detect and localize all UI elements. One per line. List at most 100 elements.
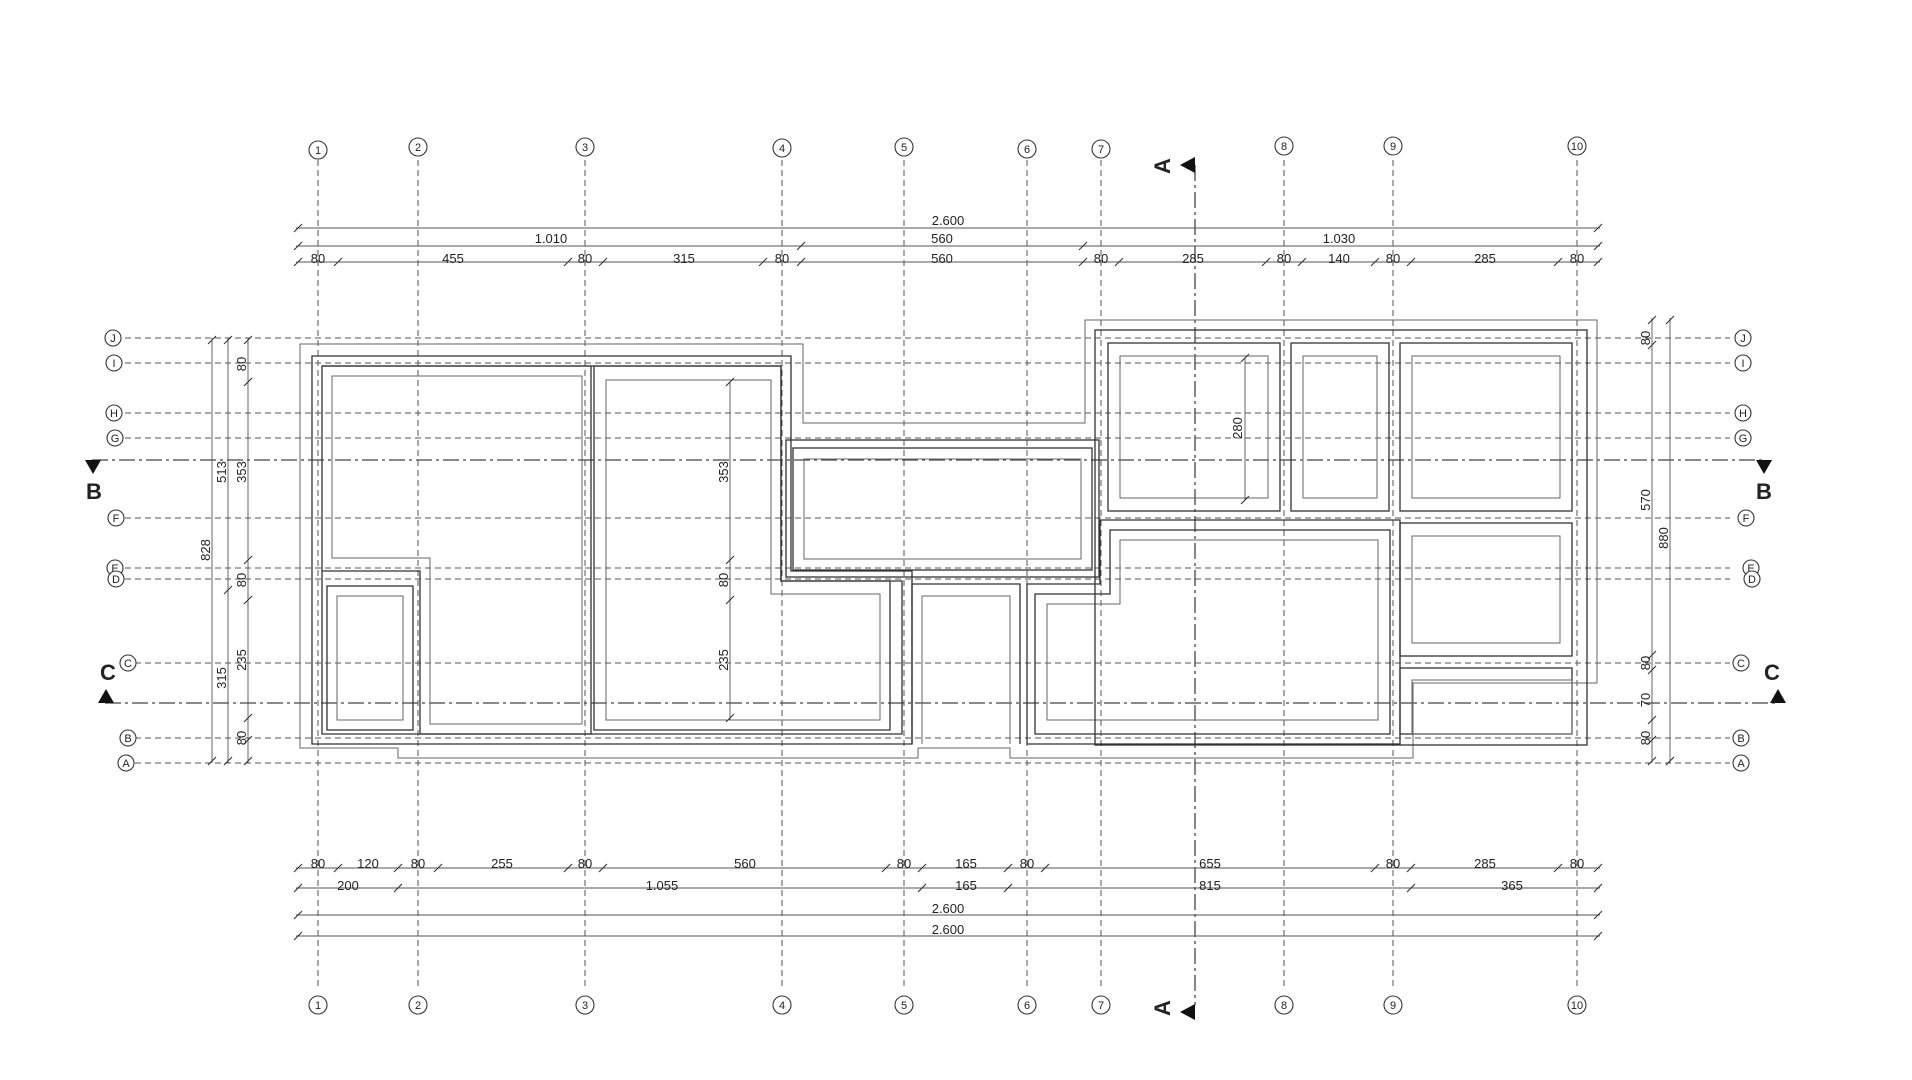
grid-label-row-B: B [1737, 733, 1744, 745]
grid-label-row-B: B [124, 733, 131, 745]
grid-bubble-col-6: 6 [1017, 139, 1037, 159]
grid-label-col-6: 6 [1024, 1000, 1030, 1012]
dim-tick [1370, 863, 1380, 873]
grid-bubble-col-3: 3 [575, 995, 595, 1015]
dim-interior-235: 235 [716, 649, 731, 671]
dim-tick [243, 335, 253, 345]
grid-label-row-J: J [110, 333, 116, 345]
dim-left-detail-1: 80 [234, 357, 249, 371]
grid-bubble-col-2: 2 [408, 995, 428, 1015]
dim-tick [1553, 863, 1563, 873]
grid-bubble-row-I: I [105, 354, 123, 372]
wall-room-4-7 [792, 447, 1093, 571]
dim-right-detail-1: 80 [1638, 331, 1653, 345]
grid-bubble-row-C: C [1732, 654, 1750, 672]
section-a-top-arrow-icon [1180, 157, 1195, 173]
wall-room-3-4 [593, 365, 891, 731]
dim-tick [796, 241, 806, 251]
grid-label-col-2: 2 [415, 1000, 421, 1012]
dim-bottom-detail-9: 80 [1020, 856, 1034, 871]
grid-label-col-9: 9 [1390, 141, 1396, 153]
dim-tick [563, 257, 573, 267]
dim-bottom-detail-3: 80 [411, 856, 425, 871]
dim-tick [796, 257, 806, 267]
room-9-10-top-inner [1411, 355, 1561, 499]
dim-top-mid-2: 560 [931, 231, 953, 246]
grid-label-col-6: 6 [1024, 144, 1030, 156]
dim-tick [1593, 883, 1603, 893]
grid-bubble-col-8: 8 [1274, 995, 1294, 1015]
dim-tick [293, 257, 303, 267]
dim-tick [725, 377, 735, 387]
dim-tick [243, 756, 253, 766]
grid-label-col-9: 9 [1390, 1000, 1396, 1012]
dim-top-detail-11: 80 [1386, 251, 1400, 266]
dim-tick [1647, 756, 1657, 766]
dim-tick [1406, 883, 1416, 893]
wall-room-5-6 [911, 583, 1021, 744]
dim-top-detail-7: 80 [1094, 251, 1108, 266]
grid-bubble-row-D: D [107, 570, 125, 588]
dim-tick [1406, 257, 1416, 267]
dim-top-detail-10: 140 [1328, 251, 1350, 266]
dim-tick [333, 863, 343, 873]
dim-bottom-total-1: 2.600 [932, 901, 965, 916]
grid-bubble-col-4: 4 [772, 138, 792, 158]
dimension-ticks [207, 223, 1675, 941]
grid-label-col-1: 1 [315, 1000, 321, 1012]
grid-bubble-col-7: 7 [1091, 139, 1111, 159]
dim-top-mid-3: 1.030 [1323, 231, 1356, 246]
interior-dimensions: 353 80 235 280 [716, 417, 1245, 671]
dim-tick [243, 555, 253, 565]
grid-bubble-row-B: B [1732, 729, 1750, 747]
dim-bottom-detail-5: 80 [578, 856, 592, 871]
dim-tick [598, 257, 608, 267]
dim-bottom-detail-8: 165 [955, 856, 977, 871]
dim-top-detail-5: 80 [775, 251, 789, 266]
wall-room-7-8 [1107, 342, 1281, 512]
room-5-6-inner [921, 595, 1011, 744]
room-right-bottom-inner [1046, 539, 1379, 721]
dim-top-detail-1: 80 [311, 251, 325, 266]
dim-bottom-mid-2: 1.055 [646, 878, 679, 893]
section-cut-lines [92, 165, 1778, 1005]
dim-tick [1647, 650, 1657, 660]
dim-tick [293, 241, 303, 251]
grid-label-row-J: J [1740, 333, 1746, 345]
grid-label-col-1: 1 [315, 145, 321, 157]
grid-bubble-col-8: 8 [1274, 136, 1294, 156]
dim-right-detail-2: 570 [1638, 489, 1653, 511]
wall-room-8-9 [1290, 342, 1390, 512]
dim-tick [917, 863, 927, 873]
room-8-9-inner [1302, 355, 1378, 499]
dim-tick [223, 756, 233, 766]
section-c-left-arrow-icon [98, 689, 114, 703]
section-markers: A A B B C C [85, 157, 1786, 1020]
grid-bubble-col-1: 1 [308, 995, 328, 1015]
grid-label-row-I: I [112, 358, 115, 370]
grid-label-row-C: C [1737, 658, 1745, 670]
dim-tick [1593, 910, 1603, 920]
grid-bubble-col-1: 1 [308, 140, 328, 160]
grid-label-row-F: F [113, 513, 120, 525]
grid-label-col-7: 7 [1098, 144, 1104, 156]
grid-bubble-col-5: 5 [894, 995, 914, 1015]
dim-tick [393, 883, 403, 893]
grid-bubble-row-D: D [1743, 570, 1761, 588]
dim-bottom-mid-5: 365 [1501, 878, 1523, 893]
dim-tick [293, 910, 303, 920]
dim-tick [725, 555, 735, 565]
dim-right-outer: 880 [1656, 527, 1671, 549]
dim-interior-353: 353 [716, 461, 731, 483]
dim-right-detail-5: 80 [1638, 731, 1653, 745]
room-left-top [331, 375, 583, 725]
dim-interior-280: 280 [1230, 417, 1245, 439]
grid-label-row-A: A [1737, 758, 1745, 770]
dim-tick [393, 863, 403, 873]
room-left-bottom-inner [336, 595, 404, 721]
room-9-10-bottom-inner [1411, 679, 1573, 735]
grid-label-row-H: H [110, 408, 118, 420]
dim-right-detail-4: 70 [1638, 693, 1653, 707]
